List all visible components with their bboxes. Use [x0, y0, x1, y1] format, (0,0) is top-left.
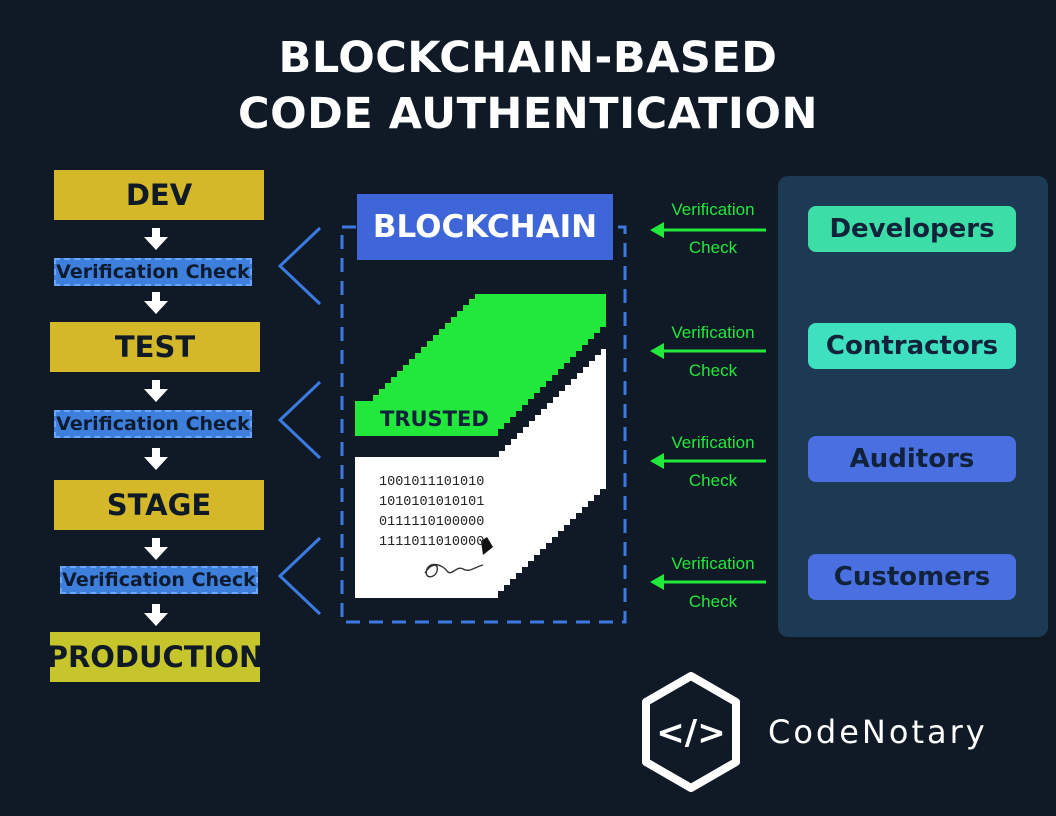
verification-label-3: Verification Check: [658, 424, 768, 500]
brand-name: CodeNotary: [768, 713, 988, 751]
arrow-left-icon: [650, 222, 766, 238]
verification-line-1: Verification: [671, 323, 755, 342]
connector-chevrons: [277, 226, 322, 616]
down-arrow-icon: [144, 448, 168, 470]
verification-check-1: Verification Check: [54, 258, 252, 286]
trusted-label: TRUSTED: [380, 407, 489, 431]
verification-label-1: Verification Check: [658, 191, 768, 267]
chevron-left-icon: [277, 536, 322, 616]
party-auditors: Auditors: [808, 436, 1016, 482]
binary-line: 1010101010101: [379, 495, 485, 510]
verification-check-3: Verification Check: [60, 566, 258, 594]
binary-code-block: 1001011101010 1010101010101 011111010000…: [379, 473, 484, 553]
stage-test: TEST: [50, 322, 260, 372]
verification-line-1: Verification: [671, 554, 755, 573]
document-stack-green: [355, 294, 606, 436]
down-arrow-icon: [144, 228, 168, 250]
verification-check-2: Verification Check: [54, 410, 252, 438]
down-arrow-icon: [144, 380, 168, 402]
document-stack-white: [355, 349, 606, 598]
verification-label-2: Verification Check: [658, 314, 768, 390]
stage-dev: DEV: [54, 170, 264, 220]
binary-line: 0111110100000: [379, 515, 485, 530]
title-line-1: BLOCKCHAIN-BASED: [278, 33, 778, 83]
party-contractors: Contractors: [808, 323, 1016, 369]
verification-line-2: Check: [688, 238, 738, 257]
verification-line-1: Verification: [671, 433, 755, 452]
title-line-2: CODE AUTHENTICATION: [238, 89, 818, 139]
diagram-title: BLOCKCHAIN-BASED CODE AUTHENTICATION: [0, 30, 1056, 142]
trusted-document-stack: [355, 294, 606, 598]
verification-line-2: Check: [688, 592, 738, 611]
arrow-left-icon: [650, 574, 766, 590]
verification-line-2: Check: [688, 361, 738, 380]
blockchain-label: BLOCKCHAIN: [357, 194, 613, 260]
stage-stage: STAGE: [54, 480, 264, 530]
verification-line-2: Check: [688, 471, 738, 490]
arrow-left-icon: [650, 343, 766, 359]
logo-glyph: </>: [656, 713, 725, 753]
down-arrow-icon: [144, 538, 168, 560]
stage-production: PRODUCTION: [47, 632, 263, 682]
verification-arrows: [650, 222, 766, 590]
signature-scribble: [424, 563, 484, 578]
verification-label-4: Verification Check: [658, 545, 768, 621]
arrow-left-icon: [650, 453, 766, 469]
binary-line: 1001011101010: [379, 475, 485, 490]
down-arrow-icon: [144, 604, 168, 626]
chevron-left-icon: [277, 226, 322, 306]
down-arrow-icon: [144, 292, 168, 314]
chevron-left-icon: [277, 380, 322, 460]
party-customers: Customers: [808, 554, 1016, 600]
codenotary-logo-icon: </>: [642, 672, 740, 792]
pen-icon: [481, 537, 493, 555]
verification-line-1: Verification: [671, 200, 755, 219]
party-developers: Developers: [808, 206, 1016, 252]
binary-line: 1111011010000: [379, 535, 485, 550]
